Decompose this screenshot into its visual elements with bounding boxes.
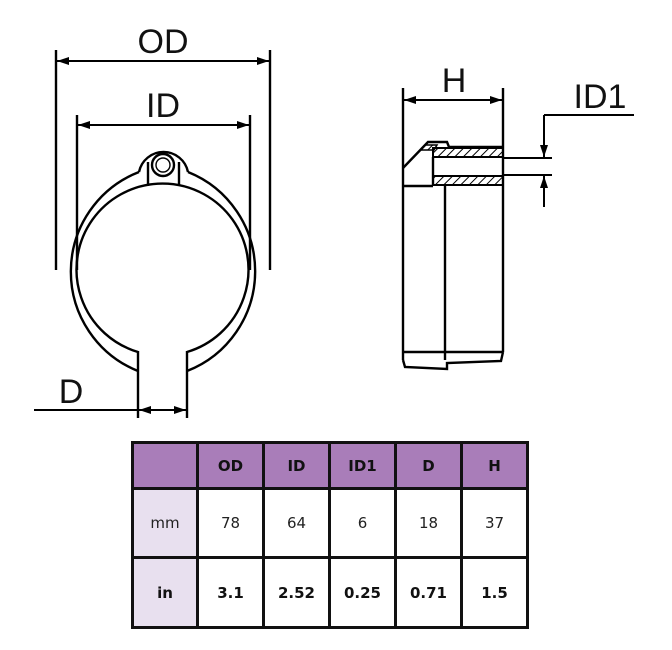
- header-h: H: [460, 441, 529, 490]
- d-label: D: [59, 373, 84, 411]
- table-row: mm 78 64 6 18 37: [131, 487, 529, 559]
- outer-ring-left: [69, 170, 140, 373]
- body-bottom: [401, 351, 505, 371]
- id-label: ID: [146, 87, 180, 125]
- header-id: ID: [262, 441, 331, 490]
- inner-ring: [75, 182, 250, 354]
- cell-in-id: 2.52: [262, 556, 331, 629]
- technical-drawing: OD ID D H ID1: [34, 23, 634, 418]
- row-unit-mm: mm: [131, 487, 199, 559]
- cell-mm-d: 18: [394, 487, 463, 559]
- header-d: D: [394, 441, 463, 490]
- cell-mm-id1: 6: [328, 487, 397, 559]
- lug-hole: [150, 152, 176, 178]
- header-corner: [131, 441, 199, 490]
- header-id1: ID1: [328, 441, 397, 490]
- cell-in-od: 3.1: [196, 556, 265, 629]
- cell-in-h: 1.5: [460, 556, 529, 629]
- header-od: OD: [196, 441, 265, 490]
- cell-in-d: 0.71: [394, 556, 463, 629]
- bore-wall-bottom: [432, 175, 504, 186]
- front-view: [34, 50, 272, 418]
- row-unit-in: in: [131, 556, 199, 629]
- cell-in-id1: 0.25: [328, 556, 397, 629]
- bore-wall-top: [432, 147, 504, 158]
- dimensions-table: OD ID ID1 D H mm 78 64 6 18 37 in 3.1 2.…: [131, 441, 529, 629]
- id1-label: ID1: [574, 78, 627, 116]
- table-header-row: OD ID ID1 D H: [131, 441, 529, 490]
- lug-outline: [137, 150, 190, 173]
- outer-ring-right: [186, 170, 257, 373]
- cell-mm-od: 78: [196, 487, 265, 559]
- od-label: OD: [138, 23, 189, 61]
- table-row: in 3.1 2.52 0.25 0.71 1.5: [131, 556, 529, 629]
- cell-mm-h: 37: [460, 487, 529, 559]
- cell-mm-id: 64: [262, 487, 331, 559]
- side-view: [401, 88, 634, 371]
- h-label: H: [442, 62, 467, 100]
